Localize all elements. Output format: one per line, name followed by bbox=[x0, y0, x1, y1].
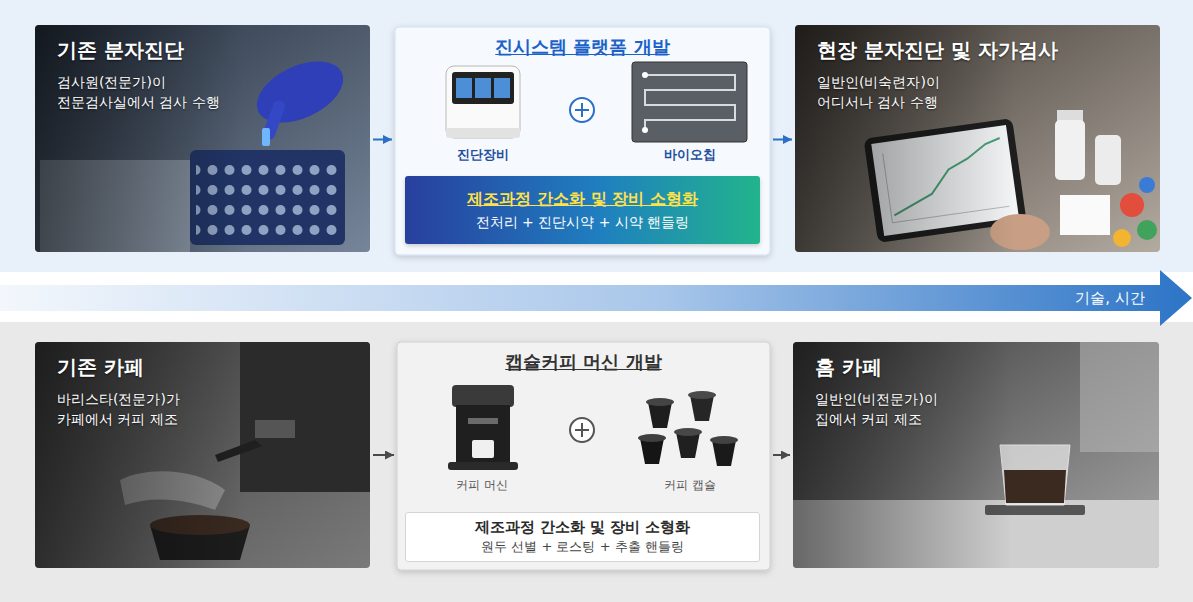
top-band bbox=[0, 0, 1193, 272]
device-body bbox=[446, 66, 520, 138]
capsule-lid bbox=[710, 436, 738, 444]
edge-group bbox=[373, 140, 792, 456]
device-base bbox=[446, 128, 520, 138]
espresso-machine bbox=[240, 342, 370, 492]
bottle bbox=[1055, 120, 1085, 180]
photo-ground bbox=[795, 25, 1160, 252]
chip-channel bbox=[645, 75, 735, 130]
machine-spout bbox=[468, 418, 498, 424]
gloved-hand bbox=[247, 49, 352, 135]
flow-arrow bbox=[373, 139, 392, 141]
heading-text: 캡슐커피 머신 개발 bbox=[397, 350, 770, 373]
group-head bbox=[255, 420, 295, 438]
test-box bbox=[1060, 195, 1110, 235]
bottle bbox=[1095, 135, 1121, 185]
window bbox=[1080, 342, 1159, 452]
chip-port bbox=[642, 72, 648, 78]
plus-symbol bbox=[570, 418, 594, 442]
color-dot bbox=[1113, 229, 1131, 247]
heading-text: 제조과정 간소화 및 장비 소형화 bbox=[467, 188, 697, 210]
screen-tile bbox=[494, 78, 510, 98]
image-caption: 커피 머신 bbox=[456, 477, 508, 494]
chip-body bbox=[632, 62, 747, 142]
color-dot bbox=[1120, 193, 1144, 217]
plus-ring bbox=[570, 418, 594, 442]
platform-panel: 진시스템 플랫폼 개발제조과정 간소화 및 장비 소형화전처리 + 진단시약 +… bbox=[395, 27, 770, 255]
capsule-lid bbox=[688, 391, 716, 399]
screen-tile bbox=[475, 78, 491, 98]
coffee-capsules bbox=[638, 391, 738, 466]
heading-text: 기존 분자진단 bbox=[57, 37, 370, 63]
image-caption: 커피 캡슐 bbox=[664, 477, 716, 494]
plus-cross bbox=[575, 423, 589, 437]
capsule-panel-ground bbox=[397, 342, 770, 570]
color-dot bbox=[1137, 220, 1157, 240]
timeline-label: 기술, 시간 bbox=[1062, 286, 1158, 310]
heading-text: 홈 카페 bbox=[815, 354, 1159, 380]
selftest-photo bbox=[795, 25, 1160, 252]
heading-text: 제조과정 간소화 및 장비 소형화 bbox=[475, 518, 691, 538]
machine-cup bbox=[472, 440, 494, 458]
device-screen bbox=[452, 72, 514, 104]
heading-text: 현장 분자진단 및 자가검사 bbox=[817, 37, 1160, 63]
diagnostic-device bbox=[446, 66, 520, 138]
image-caption: 바이오칩 bbox=[664, 146, 716, 164]
capsule-lid bbox=[674, 428, 702, 436]
body-text: 바리스타(전문가)가 카페에서 커피 제조 bbox=[57, 390, 207, 429]
body-text: 전처리 + 진단시약 + 시약 핸들링 bbox=[476, 213, 690, 232]
color-dot bbox=[1139, 177, 1155, 193]
capsule-panel: 캡슐커피 머신 개발제조과정 간소화 및 장비 소형화원두 선별 + 로스팅 +… bbox=[397, 342, 770, 570]
platform-panel-ground bbox=[395, 27, 770, 255]
chip-port bbox=[642, 127, 648, 133]
machine-tray bbox=[448, 462, 518, 470]
biochip bbox=[632, 62, 747, 142]
process-box: 제조과정 간소화 및 장비 소형화전처리 + 진단시약 + 시약 핸들링 bbox=[405, 176, 760, 244]
heading-text: 진시스템 플랫폼 개발 bbox=[395, 35, 770, 58]
photo-ground bbox=[35, 25, 370, 252]
plus-cross bbox=[575, 103, 589, 117]
photo-panel: 홈 카페일반인(비전문가)이 집에서 커피 제조 bbox=[793, 342, 1159, 568]
bottom-band bbox=[0, 322, 1193, 602]
photo-panel: 현장 분자진단 및 자가검사일반인(비숙련자)이 어디서나 검사 수행 bbox=[795, 25, 1160, 252]
process-box: 제조과정 간소화 및 장비 소형화원두 선별 + 로스팅 + 추출 핸들링 bbox=[405, 512, 760, 562]
machine-body bbox=[456, 405, 510, 465]
flow-arrow bbox=[773, 454, 790, 456]
body-text: 검사원(전문가)이 전문검사실에서 검사 수행 bbox=[57, 73, 235, 112]
coffee-machine bbox=[448, 385, 518, 470]
timeline-arrow bbox=[0, 270, 1192, 326]
heading-text: 기존 카페 bbox=[57, 354, 370, 380]
capsule-lid bbox=[638, 434, 666, 442]
coffee bbox=[1004, 470, 1066, 503]
photo-panel: 기존 분자진단검사원(전문가)이 전문검사실에서 검사 수행 bbox=[35, 25, 370, 252]
homecafe-photo bbox=[793, 342, 1159, 568]
flow-arrow bbox=[373, 454, 394, 456]
body-text: 원두 선별 + 로스팅 + 추출 핸들링 bbox=[481, 539, 684, 556]
photo-ground bbox=[793, 342, 1159, 568]
plus-ring bbox=[570, 98, 594, 122]
machine-top bbox=[452, 385, 514, 407]
body-text: 일반인(비전문가)이 집에서 커피 제조 bbox=[815, 390, 955, 429]
photo-panel: 기존 카페바리스타(전문가)가 카페에서 커피 제조 bbox=[35, 342, 370, 568]
lab-photo bbox=[35, 25, 370, 252]
image-caption: 진단장비 bbox=[457, 146, 509, 164]
heading-text: 기술, 시간 bbox=[1075, 289, 1145, 307]
pipette-tip bbox=[262, 128, 270, 146]
body-text: 일반인(비숙련자)이 어디서나 검사 수행 bbox=[817, 73, 967, 112]
capsule-lid bbox=[646, 398, 674, 406]
flow-arrow bbox=[773, 139, 792, 141]
cafe-photo bbox=[35, 342, 370, 568]
plus-symbol bbox=[570, 98, 594, 122]
screen-tile bbox=[456, 78, 472, 98]
